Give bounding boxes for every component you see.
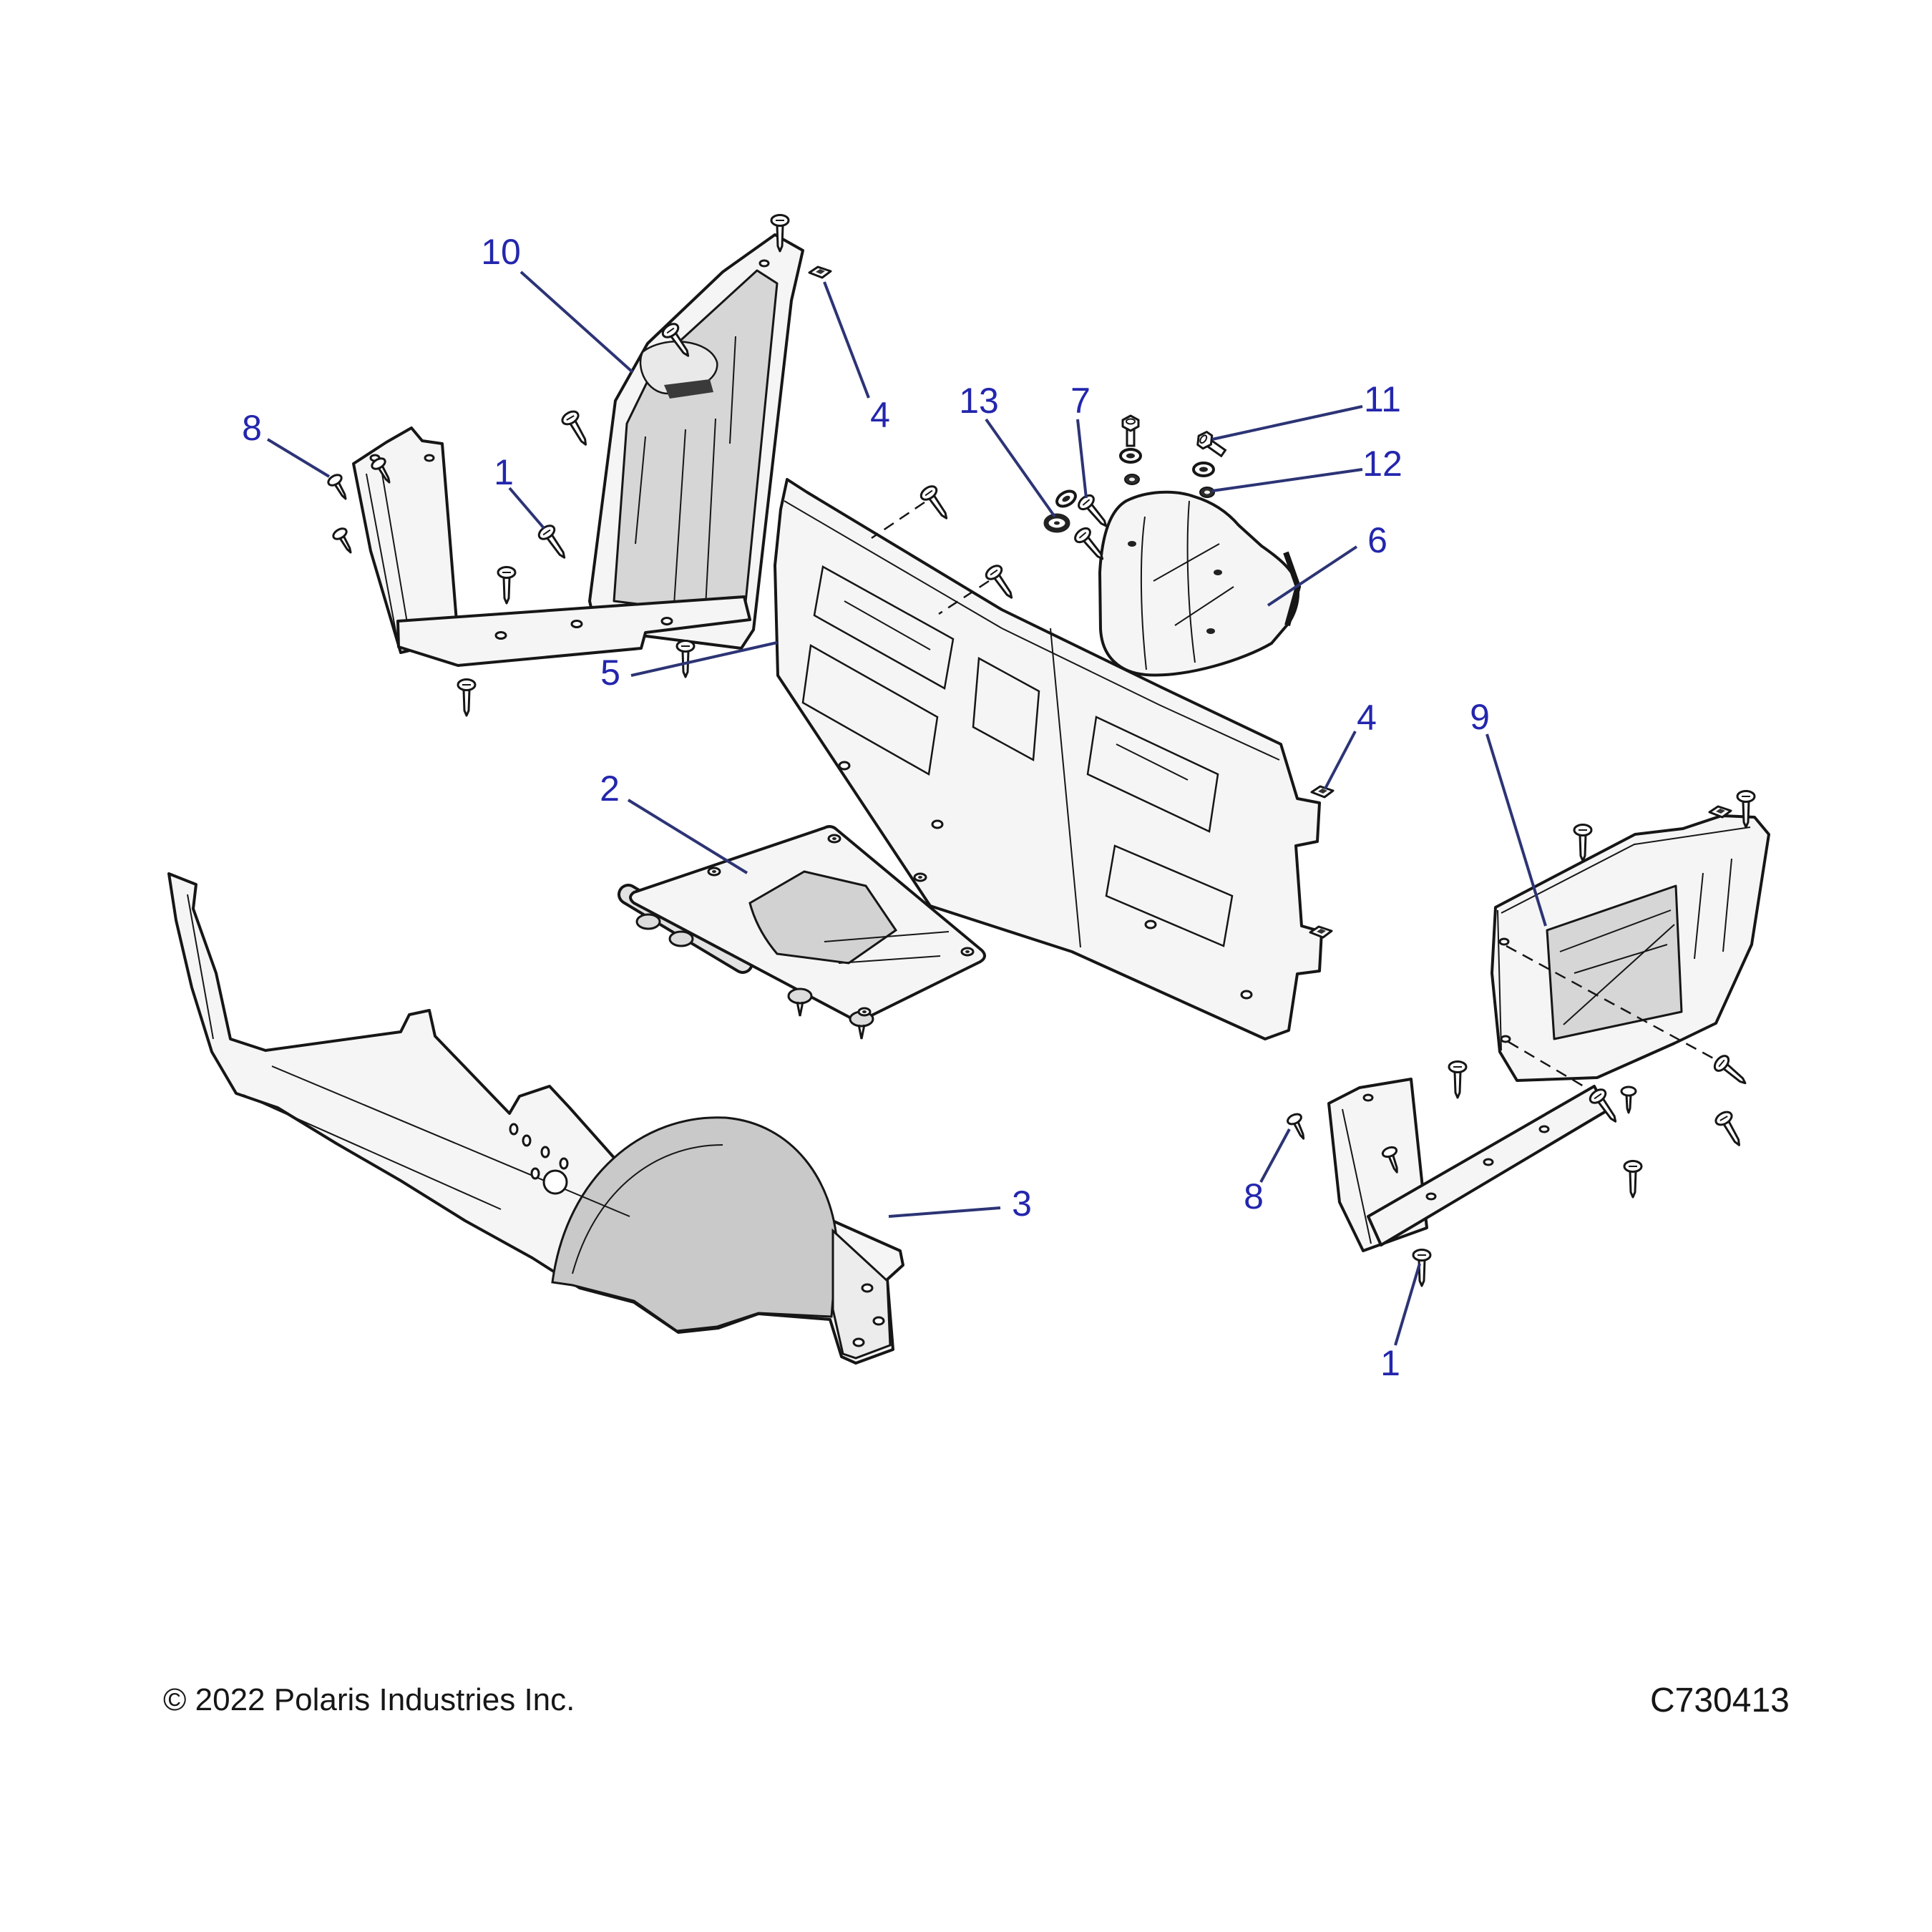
rivet-pin-icon [1284, 1111, 1312, 1143]
callout-leader-9-12 [1485, 733, 1547, 927]
callout-label-7-5: 7 [1070, 381, 1091, 421]
part-10-bottom-rail [396, 595, 751, 667]
rivet-pin-icon [1620, 1085, 1637, 1114]
copyright-text: © 2022 Polaris Industries Inc. [163, 1682, 575, 1717]
callout-label-11-6: 11 [1364, 379, 1401, 419]
part-3-shape [167, 872, 904, 1365]
rivet-pin-icon [325, 472, 353, 504]
callout-leader-8-2 [266, 438, 331, 478]
part-6-shape [1098, 490, 1302, 677]
part-9-shape [1491, 814, 1770, 1082]
rivet-pin-icon [330, 525, 358, 557]
screw-icon [457, 678, 477, 717]
callout-leader-6-8 [1267, 545, 1358, 607]
callout-label-2-10: 2 [600, 769, 620, 809]
washer-icon [1053, 487, 1080, 511]
callout-label-1-3: 1 [494, 452, 514, 492]
callout-label-5-9: 5 [600, 653, 620, 693]
clip-nut-icon [1310, 785, 1335, 799]
grommet-icon [1046, 516, 1068, 530]
screw-icon [675, 640, 696, 678]
assembly-dash-line [1506, 945, 1718, 1062]
callout-leader-12-7 [1211, 468, 1363, 492]
callout-leader-10-0 [519, 270, 634, 374]
callout-label-4-1: 4 [870, 395, 890, 435]
callout-label-1-15: 1 [1380, 1343, 1400, 1383]
assembly-dash-line [1508, 1040, 1596, 1095]
callout-leader-5-9 [630, 641, 778, 677]
callout-leader-4-1 [823, 281, 870, 399]
callout-leader-4-11 [1324, 731, 1357, 789]
callout-label-13-4: 13 [959, 381, 999, 421]
callout-label-4-11: 4 [1357, 698, 1377, 738]
callout-label-8-14: 8 [1244, 1176, 1264, 1216]
part-3-holes [509, 1123, 569, 1195]
callout-leader-11-6 [1211, 405, 1363, 441]
part-10-side-flap [352, 426, 459, 654]
screw-icon [1573, 824, 1593, 862]
callout-label-3-13: 3 [1012, 1184, 1032, 1224]
clip-nut-icon [808, 265, 832, 279]
part-2-holes [707, 834, 975, 1017]
callout-leader-8-14 [1259, 1128, 1291, 1183]
callout-label-12-7: 12 [1362, 444, 1402, 484]
screw-icon [559, 408, 595, 450]
screw-icon [535, 522, 572, 564]
bolt-icon [1193, 428, 1229, 461]
screw-icon [1623, 1160, 1643, 1199]
callout-label-10-0: 10 [481, 232, 521, 272]
callout-leader-13-4 [985, 418, 1056, 518]
assembly-dash-line [871, 501, 925, 540]
nut-icon [1124, 474, 1140, 485]
callout-leader-1-15 [1394, 1263, 1421, 1346]
screw-icon [1448, 1060, 1468, 1099]
screw-icon [1711, 1052, 1752, 1091]
callout-label-8-2: 8 [242, 408, 262, 448]
drawing-code: C730413 [1650, 1682, 1790, 1719]
screw-icon [982, 562, 1020, 604]
washer-icon [1192, 462, 1215, 477]
callout-leader-7-5 [1076, 419, 1088, 499]
screw-icon [1712, 1108, 1748, 1151]
callout-leader-2-10 [627, 799, 748, 874]
callout-label-6-8: 6 [1367, 520, 1387, 560]
callout-layer: 10 4 8 1 13 7 11 12 6 5 2 4 9 3 8 1 [242, 232, 1547, 1383]
assembly-dash-line [938, 580, 990, 615]
screw-icon [497, 566, 517, 605]
callout-leader-1-3 [508, 487, 545, 530]
callout-label-9-12: 9 [1470, 697, 1490, 737]
callout-leader-3-13 [888, 1206, 1001, 1218]
nut-icon [1199, 487, 1215, 498]
part-10-shape [588, 233, 804, 650]
part-2-shape [618, 825, 986, 1040]
bolt-icon [1121, 414, 1140, 447]
part-5-shape [774, 478, 1323, 1040]
washer-icon [1119, 448, 1142, 464]
